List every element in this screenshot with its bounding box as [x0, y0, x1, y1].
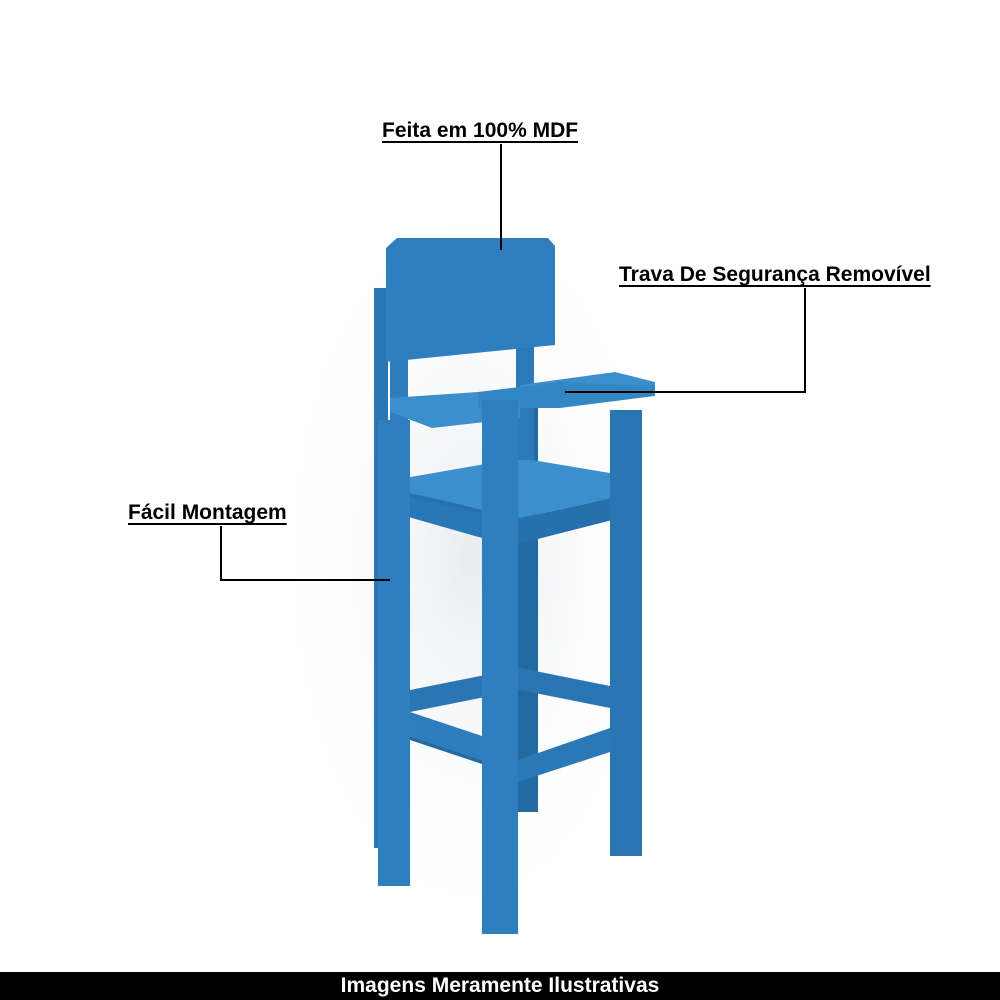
- front-right-leg: [610, 410, 642, 856]
- callout-line-safety-lock: [565, 288, 806, 393]
- seat-panel: [405, 458, 640, 518]
- seat-apron-right: [518, 492, 636, 544]
- callout-safety-lock-label: Trava De Segurança Removível: [619, 263, 931, 286]
- callout-line-assembly: [220, 526, 390, 581]
- lower-rung-right: [518, 728, 610, 782]
- front-left-leg: [378, 420, 410, 886]
- disclaimer-text: Imagens Meramente Ilustrativas: [340, 974, 660, 997]
- lower-rung-back: [410, 668, 630, 712]
- seat-apron-left: [405, 490, 482, 538]
- callout-assembly-label: Fácil Montagem: [128, 501, 287, 524]
- high-chair: [374, 238, 655, 934]
- callout-material-label: Feita em 100% MDF: [382, 119, 579, 142]
- lower-rung-left: [410, 712, 482, 760]
- front-rung-left: [410, 736, 482, 764]
- backrest-panel: [386, 238, 555, 362]
- disclaimer-bar: Imagens Meramente Ilustrativas: [0, 972, 1000, 1000]
- safety-tray: [478, 382, 655, 408]
- front-middle-leg: [482, 400, 518, 934]
